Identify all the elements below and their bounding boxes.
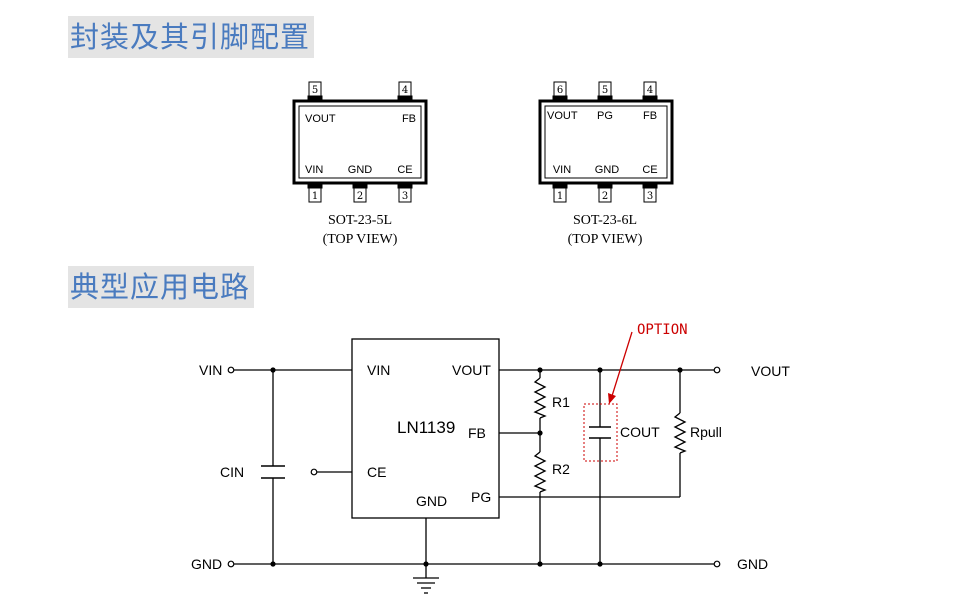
sot23-6l-pin3-number: 3	[647, 191, 653, 202]
sot23-6l-pin1-number: 1	[557, 191, 563, 202]
sot23-6l-pin3	[643, 187, 657, 203]
rpull-resistor	[673, 412, 687, 454]
sot23-6l-label-pg: PG	[597, 110, 613, 122]
vin-terminal	[227, 366, 235, 374]
sot23-5l-label-fb: FB	[402, 113, 416, 125]
chip-pin-fb: FB	[468, 425, 486, 441]
r1-resistor	[533, 377, 547, 419]
sot23-6l-label-vin: VIN	[553, 164, 571, 176]
sot23-6l-pin5-lead	[597, 95, 613, 102]
junction-dot	[597, 561, 603, 567]
ln1139-chip	[351, 338, 500, 519]
chip-name: LN1139	[397, 418, 455, 437]
sot23-6l-pin2-lead	[597, 182, 613, 189]
sot23-5l-pin2-lead	[352, 182, 368, 189]
sot23-5l-pin2-number: 2	[357, 191, 363, 202]
sot23-6l-pin5-number: 5	[602, 85, 608, 96]
sot23-5l-pin3-number: 3	[402, 191, 408, 202]
sot23-5l-pin1	[308, 187, 322, 203]
cout-option-box	[583, 403, 618, 462]
sot23-5l-label-gnd: GND	[348, 164, 373, 176]
junction-dot	[270, 561, 276, 567]
sot23-5l-pin3	[398, 187, 412, 203]
chip-pin-gnd: GND	[416, 493, 447, 509]
gnd-left-terminal-label: GND	[191, 556, 222, 572]
sot23-5l-view: (TOP VIEW)	[323, 232, 398, 247]
cout-label: COUT	[620, 424, 660, 440]
sot23-5l-package	[292, 81, 428, 203]
option-arrow-line	[611, 331, 633, 397]
gnd-left-terminal	[227, 560, 235, 568]
sot23-5l-pin3-lead	[397, 182, 413, 189]
sot23-6l-view: (TOP VIEW)	[568, 232, 643, 247]
sot23-5l-pin2	[353, 187, 367, 203]
chip-pin-vout: VOUT	[452, 362, 491, 378]
sot23-5l-label-vin: VIN	[305, 164, 323, 176]
junction-dot	[537, 561, 543, 567]
sot23-6l-inner	[544, 105, 668, 179]
junction-dot	[537, 430, 543, 436]
vout-terminal-label: VOUT	[751, 363, 790, 379]
sot23-6l-pin1	[553, 187, 567, 203]
junction-dot	[597, 367, 603, 373]
junction-dot	[270, 367, 276, 373]
chip-pin-pg: PG	[471, 489, 491, 505]
sot23-5l-inner	[298, 105, 422, 179]
junction-dot	[677, 367, 683, 373]
vin-terminal-label: VIN	[199, 362, 222, 378]
sot23-6l-pin6-lead	[552, 95, 568, 102]
sot23-5l-pin4-lead	[397, 95, 413, 102]
sot23-6l-pin6-number: 6	[557, 85, 563, 96]
r2-resistor	[533, 451, 547, 493]
chip-pin-ce: CE	[367, 464, 386, 480]
sot23-6l-label-fb: FB	[643, 110, 657, 122]
ground-symbol	[413, 577, 439, 594]
sot23-6l-pin2	[598, 187, 612, 203]
rpull-label: Rpull	[690, 424, 722, 440]
ce-terminal	[310, 468, 318, 476]
sot23-5l-pin1-number: 1	[312, 191, 318, 202]
sot23-5l-pin5-number: 5	[312, 85, 318, 96]
schematic-wires	[233, 369, 714, 578]
r2-label: R2	[552, 461, 570, 477]
option-arrow-head	[608, 393, 616, 404]
sot23-5l-pin4-number: 4	[402, 85, 408, 96]
sot23-6l-package	[538, 81, 674, 203]
option-label: OPTION	[637, 322, 688, 338]
sot23-6l-label-gnd: GND	[595, 164, 620, 176]
chip-pin-vin: VIN	[367, 362, 390, 378]
sot23-6l-caption: SOT-23-6L	[573, 213, 637, 228]
gnd-right-terminal	[713, 560, 721, 568]
sot23-6l-pin1-lead	[552, 182, 568, 189]
sot23-6l-pin4-number: 4	[647, 85, 653, 96]
sot23-5l-pin5-lead	[307, 95, 323, 102]
sot23-5l-caption: SOT-23-5L	[328, 213, 392, 228]
circuit-section-title: 典型应用电路	[68, 266, 255, 308]
junction-dot	[537, 367, 543, 373]
sot23-6l-label-vout: VOUT	[547, 110, 578, 122]
cin-label: CIN	[220, 464, 244, 480]
sot23-5l-pin1-lead	[307, 182, 323, 189]
sot23-5l-label-ce: CE	[397, 164, 412, 176]
sot23-6l-pin3-lead	[642, 182, 658, 189]
package-section-title: 封装及其引脚配置	[68, 16, 315, 58]
sot23-5l-label-vout: VOUT	[305, 113, 336, 125]
r1-label: R1	[552, 394, 570, 410]
gnd-right-terminal-label: GND	[737, 556, 768, 572]
sot23-6l-pin2-number: 2	[602, 191, 608, 202]
sot23-6l-pin4-lead	[642, 95, 658, 102]
vout-terminal	[713, 366, 721, 374]
junction-dot	[423, 561, 429, 567]
sot23-6l-label-ce: CE	[642, 164, 657, 176]
